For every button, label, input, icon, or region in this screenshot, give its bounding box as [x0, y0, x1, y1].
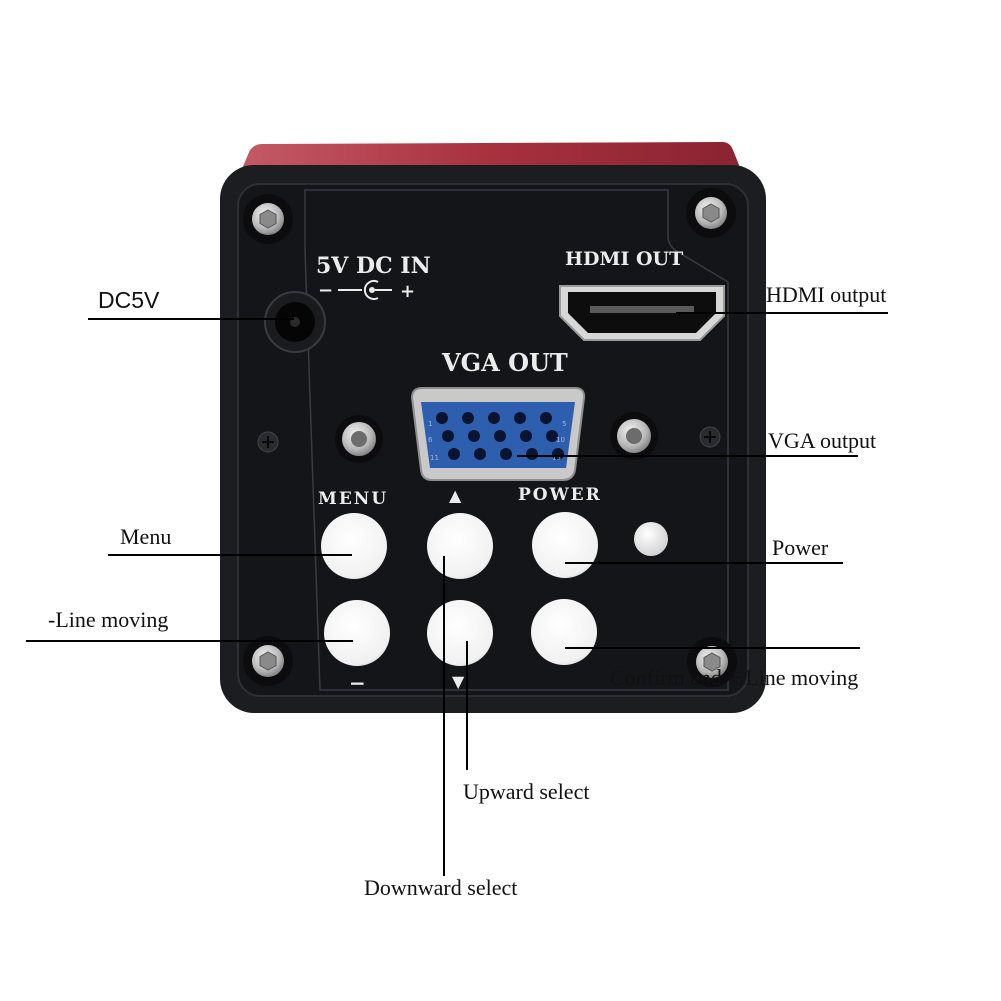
leader-lines — [26, 312, 888, 876]
up-arrow-mark: ▲ — [449, 486, 462, 505]
vga-pin-hole — [546, 430, 558, 442]
vga-pin-hole — [436, 412, 448, 424]
minus-mark: − — [349, 671, 366, 695]
vga-pin-hole — [442, 430, 454, 442]
power-label: POWER — [518, 485, 602, 505]
hdmi-out-label: HDMI OUT — [565, 248, 683, 270]
minus-button — [324, 600, 390, 666]
vga-thumbscrew-right — [610, 412, 658, 460]
vga-pin-hole — [468, 430, 480, 442]
up-button — [427, 513, 493, 579]
vga-thumbscrew-left — [335, 415, 383, 463]
svg-text:15: 15 — [552, 454, 561, 462]
vga-pin-hole — [526, 448, 538, 460]
dc-polarity-icon: − + — [318, 280, 415, 302]
callout-upward-select: Upward select — [463, 779, 590, 804]
callout-downward-select: Downward select — [364, 875, 518, 900]
corner-screw-bottom-left — [243, 636, 293, 686]
menu-label: MENU — [318, 489, 388, 509]
vga-pin-hole — [448, 448, 460, 460]
callout-hdmi-output: HDMI output — [766, 282, 887, 307]
power-button — [532, 512, 598, 578]
vga-port: 1 5 6 10 11 15 — [410, 387, 586, 481]
svg-text:11: 11 — [430, 454, 439, 462]
svg-text:−: − — [318, 280, 333, 301]
callout-confirm-plus: Confirm and + Line moving — [610, 665, 859, 690]
corner-screw-top-right — [686, 188, 736, 238]
callout-vga-output: VGA output — [768, 428, 877, 453]
down-button — [427, 600, 493, 666]
svg-text:5: 5 — [562, 420, 566, 428]
vga-pin-hole — [462, 412, 474, 424]
callout-menu: Menu — [120, 524, 172, 549]
svg-text:10: 10 — [556, 436, 565, 444]
power-led — [634, 522, 668, 556]
corner-screw-top-left — [243, 194, 293, 244]
callout-dc5v: DC5V — [98, 287, 160, 313]
callout-power: Power — [772, 535, 829, 560]
vga-pin-hole — [540, 412, 552, 424]
vga-pin-hole — [500, 448, 512, 460]
power-input-label: 5V DC IN — [316, 253, 431, 279]
down-arrow-mark: ▼ — [452, 672, 465, 691]
vga-pin-hole — [494, 430, 506, 442]
vga-pin-hole — [488, 412, 500, 424]
panel-screw-left — [257, 431, 279, 453]
vga-pin-hole — [474, 448, 486, 460]
callout-line-minus: -Line moving — [48, 607, 169, 632]
menu-button — [321, 513, 387, 579]
corner-screw-bottom-right — [687, 637, 737, 687]
vga-out-label: VGA OUT — [441, 348, 568, 377]
panel-inner-border — [304, 189, 729, 691]
confirm-plus-button — [531, 599, 597, 665]
vga-pin-hole — [520, 430, 532, 442]
hdmi-port — [559, 285, 725, 341]
svg-text:1: 1 — [428, 420, 432, 428]
svg-text:+: + — [400, 281, 415, 302]
svg-text:6: 6 — [428, 436, 433, 444]
vga-pin-hole — [514, 412, 526, 424]
dc-power-jack — [264, 291, 326, 353]
panel-screw-right — [699, 426, 721, 448]
